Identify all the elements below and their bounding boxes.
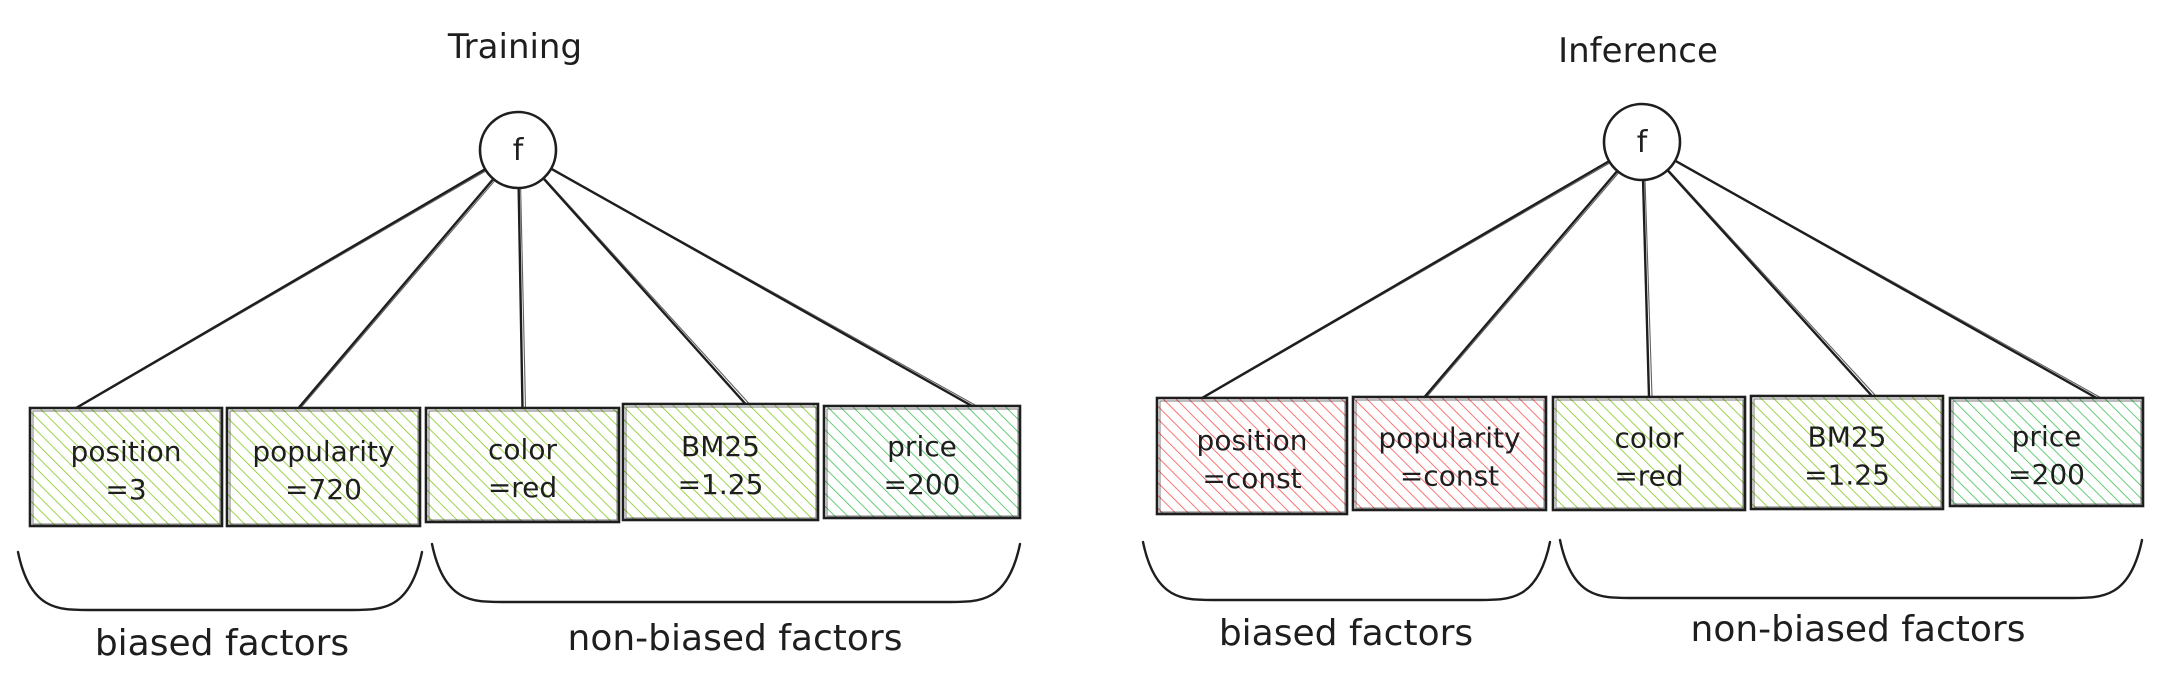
factor-box-border-sketch (1753, 398, 1942, 508)
edge-f-to-position (74, 167, 487, 410)
group-brace-non-biased (430, 542, 1022, 604)
node-f (478, 110, 558, 190)
edge-f-to-popularity-sketch (1426, 171, 1620, 397)
factor-box-hatch (623, 404, 818, 520)
factor-value: =720 (285, 473, 362, 506)
factor-box-border (1351, 395, 1548, 512)
edge-f-to-price-sketch (1676, 161, 2101, 398)
edge-f-to-price-sketch (552, 169, 976, 406)
group-label-non-biased: non-biased factors (1691, 609, 2026, 650)
factor-value: =1.25 (1804, 459, 1890, 492)
edge-f-to-popularity (297, 177, 495, 410)
factor-box-border-sketch (1159, 400, 1346, 513)
factor-value: =red (1614, 460, 1683, 493)
factor-box-hatch (1751, 396, 1943, 509)
factor-value: =red (488, 471, 557, 504)
factor-box-border-sketch (1952, 400, 2142, 505)
factor-box-border (1749, 394, 1945, 511)
factor-value: =const (1400, 460, 1499, 493)
group-label-non-biased: non-biased factors (568, 618, 903, 659)
factor-box-popularity: popularity =const (1351, 395, 1548, 512)
factor-box-position: position =3 (28, 406, 224, 528)
factor-value: =const (1202, 462, 1301, 495)
factor-box-hatch (1157, 398, 1347, 514)
factor-name: BM25 (681, 430, 760, 463)
factor-box-border (1551, 395, 1747, 512)
group-label-biased: biased factors (1219, 613, 1473, 654)
factor-name: popularity (1378, 422, 1520, 455)
factor-value: =200 (884, 468, 961, 501)
factor-value: =1.25 (678, 468, 764, 501)
factor-box-hatch (426, 408, 619, 522)
factor-box-border (28, 406, 224, 528)
node-f-label: f (513, 133, 525, 168)
factor-box-border-sketch (229, 410, 419, 525)
factor-name: price (887, 430, 957, 463)
factor-box-border (1155, 396, 1349, 516)
factor-box-hatch (1950, 398, 2143, 506)
factor-name: price (2012, 420, 2082, 453)
edge-f-to-bm25-sketch (544, 178, 750, 404)
edge-f-to-popularity-sketch (300, 179, 496, 408)
factor-box-hatch (1353, 397, 1546, 510)
factor-box-popularity: popularity =720 (225, 406, 422, 528)
panel-inference: Inference f position =const popularity =const… (1141, 31, 2145, 654)
edge-f-to-bm25 (542, 177, 747, 406)
edge-f-to-position-sketch (78, 169, 488, 408)
node-f (1602, 102, 1682, 182)
factor-box-color: color =red (1551, 395, 1747, 512)
factor-name: color (1615, 422, 1684, 455)
factor-box-hatch (1553, 397, 1745, 510)
factor-box-color: color =red (424, 406, 621, 524)
edge-f-to-color (517, 186, 524, 410)
factor-box-border (621, 402, 820, 522)
factor-box-border-sketch (1355, 399, 1545, 509)
edge-f-to-popularity (1423, 169, 1619, 399)
factor-box-price: price =200 (822, 404, 1022, 520)
factor-box-bm25: BM25 =1.25 (621, 402, 820, 522)
factor-box-price: price =200 (1948, 396, 2145, 508)
factor-name: position (71, 435, 182, 468)
factor-name: color (488, 433, 557, 466)
panel-training: Training f position =3 popularity =720 color =r… (16, 27, 1022, 664)
group-brace-non-biased (1558, 538, 2144, 600)
factor-box-border-sketch (1555, 399, 1744, 509)
factor-box-hatch (30, 408, 222, 526)
factor-box-position: position =const (1155, 396, 1349, 516)
group-brace-biased (16, 550, 424, 612)
edge-f-to-color-sketch (520, 188, 527, 408)
group-brace-biased (1141, 540, 1552, 602)
edge-f-to-position (1200, 159, 1611, 400)
factor-name: popularity (252, 435, 394, 468)
factor-value: =200 (2008, 458, 2085, 491)
edge-f-to-color (1641, 178, 1651, 399)
factor-box-border-sketch (428, 410, 618, 521)
factor-box-border-sketch (32, 410, 221, 525)
panel-title: Inference (1558, 31, 1718, 71)
factor-box-border (1948, 396, 2145, 508)
factor-value: =3 (105, 473, 146, 506)
edge-f-to-bm25 (1666, 168, 1874, 398)
edge-f-to-bm25-sketch (1668, 170, 1876, 396)
edge-f-to-position-sketch (1204, 161, 1612, 398)
factor-box-hatch (227, 408, 420, 526)
factor-name: BM25 (1808, 421, 1887, 454)
edge-f-to-color-sketch (1644, 180, 1653, 397)
factor-box-border (225, 406, 422, 528)
panel-title: Training (447, 27, 582, 67)
factor-box-border-sketch (625, 406, 817, 519)
group-label-biased: biased factors (95, 623, 349, 664)
factor-box-border (822, 404, 1022, 520)
factor-box-border (424, 406, 621, 524)
factor-box-bm25: BM25 =1.25 (1749, 394, 1945, 511)
factor-name: position (1197, 424, 1308, 457)
factor-box-border-sketch (826, 408, 1019, 517)
factor-box-hatch (824, 406, 1020, 518)
node-f-label: f (1637, 125, 1649, 160)
